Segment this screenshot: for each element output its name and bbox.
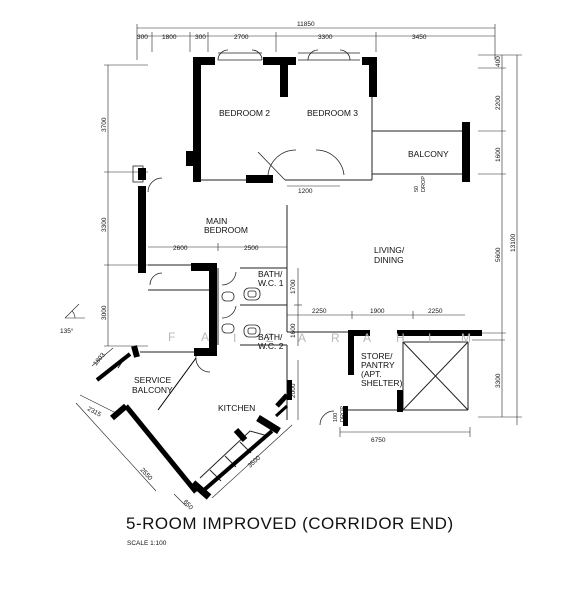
living-dim: 1900 (370, 308, 385, 315)
balcony-label: BALCONY (408, 149, 449, 159)
bath-1-label: W.C. 1 (258, 278, 284, 288)
store-label: STORE/ (361, 351, 393, 361)
overall-width-dim: 11850 (297, 21, 315, 28)
balcony-drop-label: 50 (414, 186, 420, 192)
right-dim: 5600 (495, 247, 502, 262)
room-labels: BEDROOM 2 BEDROOM 3 BALCONY MAIN BEDROOM… (132, 108, 449, 413)
main-bedroom-label: BEDROOM (204, 225, 248, 235)
left-dim: 3700 (101, 117, 108, 132)
top-dim: 3300 (318, 34, 333, 41)
top-dim: 300 (137, 34, 148, 41)
bath-1-label: BATH/ (258, 269, 283, 279)
structural-walls-angled (95, 345, 289, 500)
watermark-letter: F (168, 330, 175, 344)
thin-walls (117, 68, 469, 482)
watermark-letter: I (233, 331, 236, 345)
bathroom-fixtures (221, 287, 261, 338)
bottom-diagonal-dim: 650 (182, 499, 195, 512)
bath-height-dim: 1600 (290, 323, 297, 338)
right-dim: 2200 (495, 95, 502, 110)
watermark-letter: A (201, 330, 209, 344)
kitchen-diagonal-dim: 3500 (247, 454, 263, 469)
bottom-right-dim: 6750 (371, 437, 386, 444)
left-dim: 3300 (101, 217, 108, 232)
angle-dim: 135° (60, 327, 74, 335)
watermark-letter: R (331, 331, 340, 345)
bath-height-dim: 1700 (290, 279, 297, 294)
service-diagonal-dim: 1803 (92, 351, 107, 367)
store-label: SHELTER) (361, 378, 403, 388)
structural-walls (138, 57, 482, 426)
kitchen-height-dim: 2000 (290, 383, 297, 398)
right-dim: 3300 (495, 373, 502, 388)
entrance-drop-label: 100 (333, 413, 339, 422)
bath-2-label: W.C. 2 (258, 341, 284, 351)
watermark-letter: H (396, 331, 405, 345)
door-width-dim: 1200 (298, 188, 313, 195)
top-dim: 3450 (412, 34, 427, 41)
dimension-labels: 11850 300 1800 300 2700 3300 3450 400 22… (60, 21, 517, 512)
right-overall-dim: 13100 (510, 234, 517, 252)
living-dining-label: DINING (374, 255, 404, 265)
top-dim: 2700 (234, 34, 249, 41)
right-dim: 400 (495, 56, 502, 67)
living-dim: 2250 (312, 308, 327, 315)
service-balcony-label: BALCONY (132, 385, 173, 395)
watermark-letter: A (298, 331, 306, 345)
plan-scale: SCALE 1:100 (127, 540, 167, 547)
bath-2-label: BATH/ (258, 332, 283, 342)
bedroom-3-label: BEDROOM 3 (307, 108, 358, 118)
main-bedroom-dim: 2600 (173, 245, 188, 252)
store-label: (APT. (361, 369, 382, 379)
main-bedroom-dim: 2500 (244, 245, 259, 252)
store-label: PANTRY (361, 360, 395, 370)
watermark-letter: Z (266, 331, 273, 345)
main-bedroom-label: MAIN (206, 216, 227, 226)
living-dim: 2250 (428, 308, 443, 315)
entrance-drop-label: DROP (340, 406, 346, 422)
drop-markers: 50 DROP 100 DROP (333, 176, 427, 422)
living-dining-label: LIVING/ (374, 245, 405, 255)
dimension-lines (64, 24, 522, 507)
service-balcony-label: SERVICE (134, 375, 171, 385)
watermark-letter: I (428, 331, 431, 345)
kitchen-label: KITCHEN (218, 403, 255, 413)
plan-title: 5-ROOM IMPROVED (CORRIDOR END) (126, 514, 454, 533)
right-dim: 1600 (495, 147, 502, 162)
watermark-letter: A (363, 331, 371, 345)
watermark: F A I Z A R A H I M (168, 330, 471, 345)
top-dim: 300 (195, 34, 206, 41)
watermark-letter: M (461, 331, 471, 345)
top-dim: 1800 (162, 34, 177, 41)
bedroom-2-label: BEDROOM 2 (219, 108, 270, 118)
balcony-drop-label: DROP (421, 176, 427, 192)
doors (132, 49, 360, 426)
left-dim: 3000 (101, 305, 108, 320)
